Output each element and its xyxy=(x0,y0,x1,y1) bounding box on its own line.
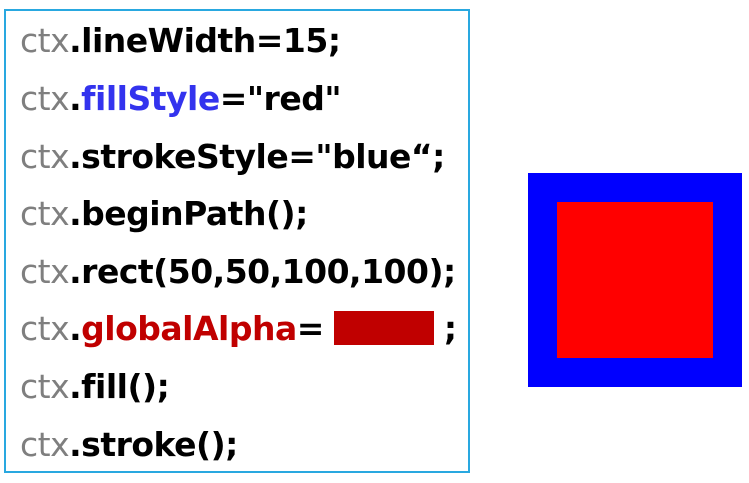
code-property: rect xyxy=(81,252,154,291)
code-object: ctx xyxy=(20,21,70,60)
hidden-value-box xyxy=(333,310,434,345)
code-property-highlighted: fillStyle xyxy=(81,79,220,118)
code-object: ctx xyxy=(20,194,70,233)
code-dot: . xyxy=(69,309,82,348)
code-line-strokestyle: ctx.strokeStyle="blue“; xyxy=(20,132,445,182)
code-terminator: ; xyxy=(443,309,457,348)
filled-rectangle xyxy=(557,202,713,358)
code-property: fill xyxy=(81,367,128,406)
code-line-fill: ctx.fill(); xyxy=(20,362,170,412)
code-line-fillstyle: ctx.fillStyle="red" xyxy=(20,74,342,124)
code-dot: . xyxy=(69,79,82,118)
code-line-beginpath: ctx.beginPath(); xyxy=(20,189,308,239)
code-property-highlighted: globalAlpha xyxy=(81,309,297,348)
code-dot: . xyxy=(69,252,82,291)
code-dot: . xyxy=(69,21,82,60)
code-property: strokeStyle xyxy=(81,137,289,176)
code-dot: . xyxy=(69,137,82,176)
code-value: =15; xyxy=(255,21,341,60)
code-line-linewidth: ctx.lineWidth=15; xyxy=(20,16,341,66)
code-object: ctx xyxy=(20,309,70,348)
code-value: ="red" xyxy=(219,79,342,118)
code-line-globalalpha: ctx.globalAlpha=; xyxy=(20,304,457,354)
code-value: = xyxy=(296,309,325,348)
canvas-result xyxy=(528,173,742,387)
code-property: stroke xyxy=(81,425,196,464)
code-value: (); xyxy=(195,425,238,464)
code-value: ="blue“; xyxy=(288,137,445,176)
code-object: ctx xyxy=(20,79,70,118)
code-panel: ctx.lineWidth=15; ctx.fillStyle="red" ct… xyxy=(4,9,470,473)
code-dot: . xyxy=(69,367,82,406)
code-value: (50,50,100,100); xyxy=(153,252,456,291)
code-dot: . xyxy=(69,425,82,464)
code-object: ctx xyxy=(20,425,70,464)
code-object: ctx xyxy=(20,367,70,406)
code-object: ctx xyxy=(20,137,70,176)
code-value: (); xyxy=(265,194,308,233)
code-property: lineWidth xyxy=(81,21,256,60)
code-property: beginPath xyxy=(81,194,266,233)
code-object: ctx xyxy=(20,252,70,291)
code-line-stroke: ctx.stroke(); xyxy=(20,420,238,470)
code-value: (); xyxy=(127,367,170,406)
code-line-rect: ctx.rect(50,50,100,100); xyxy=(20,247,456,297)
code-dot: . xyxy=(69,194,82,233)
